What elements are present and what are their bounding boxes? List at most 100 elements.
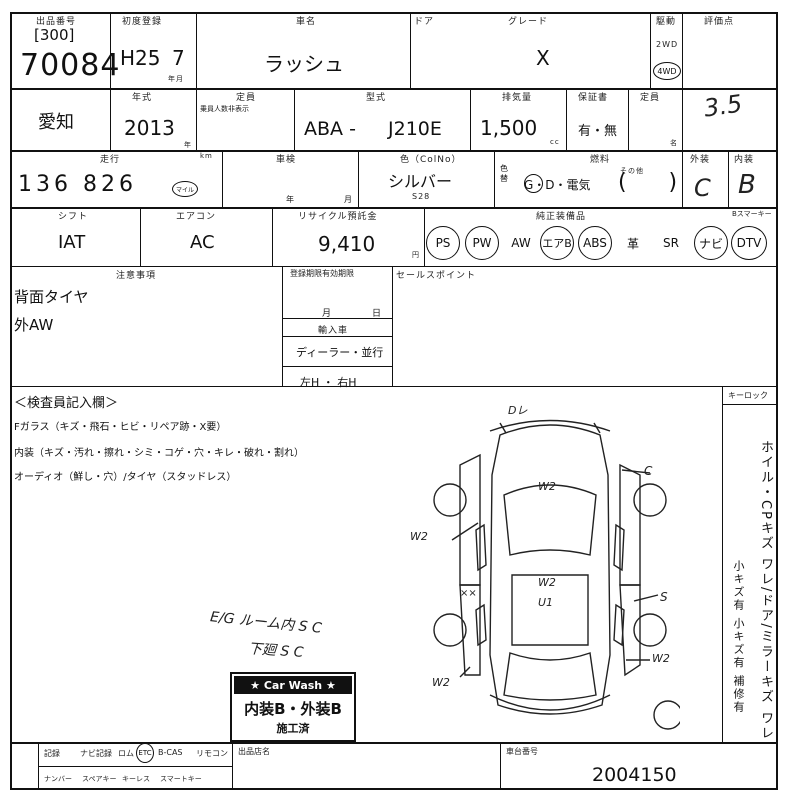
inspector-line-3: オーディオ（鮮し・穴）/タイヤ（スタッドレス） (14, 472, 237, 483)
recycle-label: リサイクル預託金 (298, 212, 378, 222)
car-name-label: 車名 (296, 17, 317, 27)
stamp-line-1: 内装B・外装B (244, 700, 342, 718)
shift-label: シフト (58, 212, 89, 222)
mileage-value: 136 826 (18, 172, 137, 197)
fixed-label: 定員 (236, 93, 257, 103)
mileage-label: 走行 (100, 155, 121, 165)
car-name: ラッシュ (264, 52, 344, 76)
inspector-line-1: Fガラス（キズ・飛石・ヒビ・リペア跡・X要） (14, 422, 227, 433)
row-line-5 (10, 386, 778, 387)
model-label: 型式 (366, 93, 387, 103)
interior-value: B (738, 170, 756, 200)
frame-right (776, 12, 778, 790)
mark-xx: ×× (460, 588, 477, 599)
year-unit: 年 (184, 141, 192, 149)
exterior-label: 外装 (690, 155, 711, 165)
equip-pw-circled: PW (465, 226, 499, 260)
warranty-label: 保証書 (578, 93, 609, 103)
caution-label: 注意事項 (116, 271, 157, 281)
first-reg-year: H25 (120, 46, 161, 70)
mark-u1: U1 (538, 596, 554, 609)
fuel-gasoline-circle (524, 174, 543, 193)
mark-w2-left: W2 (410, 530, 428, 543)
interior-label: 内装 (734, 155, 755, 165)
expiry-month: 月 (322, 309, 333, 319)
car-wash-stamp: ★ Car Wash ★ 内装B・外装B 施工済 (230, 672, 356, 742)
fuel-paren: ( ) (618, 170, 678, 195)
row-line-6 (10, 742, 778, 744)
footer-item-navi: ナビ記録 (80, 749, 112, 758)
drive-4wd-circled: 4WD (653, 62, 681, 80)
mark-top: Dレ (508, 404, 528, 417)
score-value: 3.5 (702, 89, 744, 123)
sales-point-label: セールスポイント (396, 271, 477, 281)
frame-top (10, 12, 778, 14)
inspection-year-unit: 年 (286, 195, 295, 204)
frame-left (10, 12, 12, 790)
row-line-2 (10, 150, 778, 152)
equip-abs-circled: ABS (578, 226, 612, 260)
color-change-label: 色替 (500, 164, 508, 183)
capacity-unit: 名 (670, 139, 678, 147)
caution-line-2: 外AW (14, 316, 54, 334)
stamp-line-2: 施工済 (276, 722, 310, 735)
ac-label: エアコン (176, 212, 217, 222)
expiry-label: 登録期限有効期限 (290, 269, 354, 278)
equip-aw: AW (511, 236, 531, 250)
mark-c-right: C (644, 464, 653, 478)
fuel-label: 燃料 (590, 155, 611, 165)
recycle-value: 9,410 (318, 232, 376, 256)
fixed-sub: 乗員人数非表示 (200, 105, 249, 113)
inspection-label: 車検 (276, 155, 297, 165)
mileage-stamp: マイル (172, 181, 198, 197)
model-value: J210E (388, 118, 442, 140)
handwritten-underbody: 下廻 S C (247, 641, 304, 661)
displacement-label: 排気量 (502, 93, 533, 103)
equip-leather: 革 (626, 236, 639, 251)
model-prefix: ABA - (304, 118, 356, 140)
row-line-1 (10, 88, 778, 90)
smart-key-label: Bスマーキー (732, 210, 772, 218)
footer-item-etc-circled: ETC (136, 743, 154, 763)
mark-w2-upper: W2 (538, 480, 556, 493)
seller-label: 出品店名 (238, 747, 270, 756)
mark-w2-center: W2 (538, 576, 556, 589)
inspector-line-2: 内装（キズ・汚れ・擦れ・シミ・コゲ・穴・キレ・破れ・割れ） (14, 448, 304, 459)
color-code: S28 (412, 192, 431, 201)
footer-item-record: 記録 (44, 749, 60, 758)
frame-bottom (10, 788, 778, 790)
footer-item-rom: ロム (118, 749, 134, 758)
body-no-value: 2004150 (592, 764, 677, 786)
lot-prefix: [300] (34, 26, 75, 44)
stamp-title: ★ Car Wash ★ (234, 676, 352, 694)
inspection-month-unit: 月 (344, 195, 353, 204)
footer-item-remote: リモコン (196, 749, 228, 758)
displacement-value: 1,500 (480, 116, 538, 140)
equipment-label: 純正装備品 (536, 212, 587, 222)
inspector-title: ＜検査員記入欄＞ (14, 396, 119, 411)
caution-line-1: 背面タイヤ (14, 288, 89, 306)
footer-item-keyless: キーレス (122, 775, 150, 783)
equip-dtv-circled: DTV (731, 226, 767, 260)
region: 愛知 (38, 112, 74, 133)
equip-airbag-circled: エアB (540, 226, 574, 260)
first-reg-label: 初度登録 (122, 17, 163, 27)
expiry-day: 日 (372, 309, 383, 319)
score-label: 評価点 (704, 17, 735, 27)
side-text-severity: 小キズ有 小キズ有 補修有 (732, 560, 745, 714)
lot-label: 出品番号 (36, 17, 77, 27)
fuel-other: その他 (620, 167, 644, 175)
year-value: 2013 (124, 116, 175, 140)
lot-number: 70084 (20, 48, 121, 83)
footer-item-bcas: B-CAS (158, 748, 183, 757)
exterior-value: C (694, 174, 711, 202)
drive-2wd: 2WD (656, 40, 679, 49)
first-reg-unit: 年月 (168, 75, 184, 83)
door-label: ドア (414, 17, 435, 27)
handwritten-engine-room: E/G ルーム内 S C (209, 609, 323, 637)
capacity-label: 定員 (640, 93, 661, 103)
recycle-unit: 円 (412, 251, 420, 259)
drive-label: 駆動 (656, 17, 677, 27)
grade-value: X (536, 46, 550, 70)
displacement-unit: cc (550, 138, 560, 146)
